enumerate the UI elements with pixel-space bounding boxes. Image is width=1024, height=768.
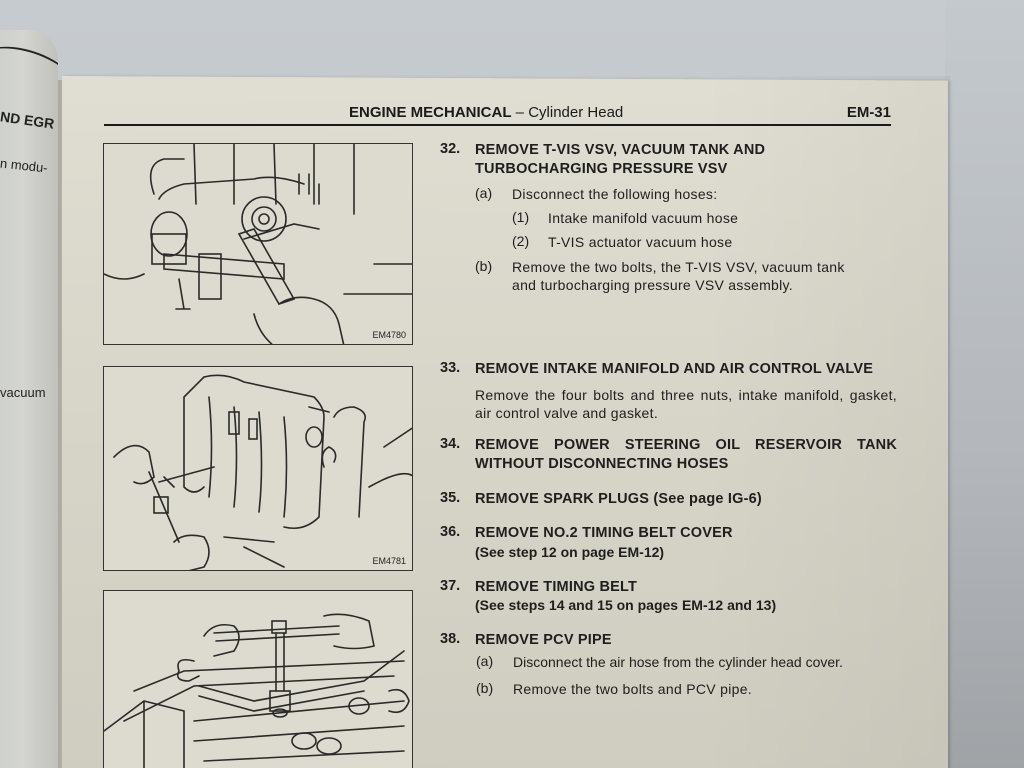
sub-step-letter: (b) — [475, 258, 493, 274]
step-title-line: TURBOCHARGING PRESSURE VSV — [475, 161, 728, 177]
page-header: ENGINE MECHANICAL – Cylinder Head EM-31 — [104, 104, 891, 126]
sub-step-text: T-VIS actuator vacuum hose — [548, 234, 733, 250]
section-dash: – — [511, 104, 529, 121]
step-reference: (See steps 14 and 15 on pages EM-12 and … — [475, 597, 777, 613]
sub-step-letter: (a) — [476, 653, 494, 669]
step-number: 37. — [440, 578, 461, 594]
step-body: Remove the four bolts and three nuts, in… — [475, 387, 897, 421]
section-title: ENGINE MECHANICAL – Cylinder Head — [349, 104, 623, 121]
step-title: REMOVE INTAKE MANIFOLD AND AIR CONTROL V… — [475, 361, 874, 377]
step-number: 34. — [440, 436, 461, 452]
step-number: 32. — [440, 141, 461, 157]
intake-manifold-illustration-icon — [113, 374, 412, 570]
figure-pcv-pipe — [103, 590, 413, 768]
sub-step-number: (1) — [512, 209, 530, 225]
step-title-line: REMOVE POWER STEERING OIL RESERVOIR TANK — [475, 437, 897, 453]
section-name: ENGINE MECHANICAL — [349, 104, 512, 121]
sub-step-text: Disconnect the air hose from the cylinde… — [513, 654, 843, 670]
engine-illustration-icon — [104, 144, 412, 344]
page-number: EM-31 — [846, 104, 891, 121]
background-wall — [945, 0, 1024, 768]
sub-step-text: and turbocharging pressure VSV assembly. — [512, 277, 793, 293]
step-number: 38. — [440, 631, 461, 647]
sub-step-text: Disconnect the following hoses: — [512, 186, 718, 202]
step-title: REMOVE NO.2 TIMING BELT COVER — [475, 525, 733, 541]
previous-page-text: vacuum — [0, 385, 46, 400]
step-title: REMOVE PCV PIPE — [475, 632, 612, 648]
step-title: REMOVE POWER STEERING OIL RESERVOIR TANK… — [475, 436, 897, 474]
step-title: REMOVE T-VIS VSV, VACUUM TANK AND TURBOC… — [475, 141, 897, 179]
sub-step-text: Intake manifold vacuum hose — [548, 210, 739, 226]
sub-step-number: (2) — [512, 233, 530, 249]
step-number: 33. — [440, 360, 461, 376]
previous-page — [0, 30, 58, 768]
step-reference: (See step 12 on page EM-12) — [475, 544, 665, 560]
step-title-line: WITHOUT DISCONNECTING HOSES — [475, 456, 729, 472]
pcv-pipe-illustration-icon — [104, 613, 410, 768]
sub-step-letter: (b) — [476, 680, 494, 696]
sub-step-text: Remove the two bolts and PCV pipe. — [513, 681, 752, 697]
step-title-line: REMOVE T-VIS VSV, VACUUM TANK AND — [475, 142, 766, 158]
section-subtitle: Cylinder Head — [528, 104, 624, 121]
step-title: REMOVE SPARK PLUGS (See page IG-6) — [475, 491, 762, 507]
step-number: 35. — [440, 490, 461, 506]
step-number: 36. — [440, 524, 461, 540]
figure-label: EM4781 — [372, 556, 406, 566]
sub-step-text: Remove the two bolts, the T-VIS VSV, vac… — [512, 259, 845, 275]
figure-tvis-vsv: EM4780 — [103, 143, 413, 345]
step-title: REMOVE TIMING BELT — [475, 579, 638, 595]
figure-intake-manifold: EM4781 — [103, 366, 413, 571]
sub-step-letter: (a) — [475, 185, 493, 201]
figure-label: EM4780 — [372, 330, 406, 340]
